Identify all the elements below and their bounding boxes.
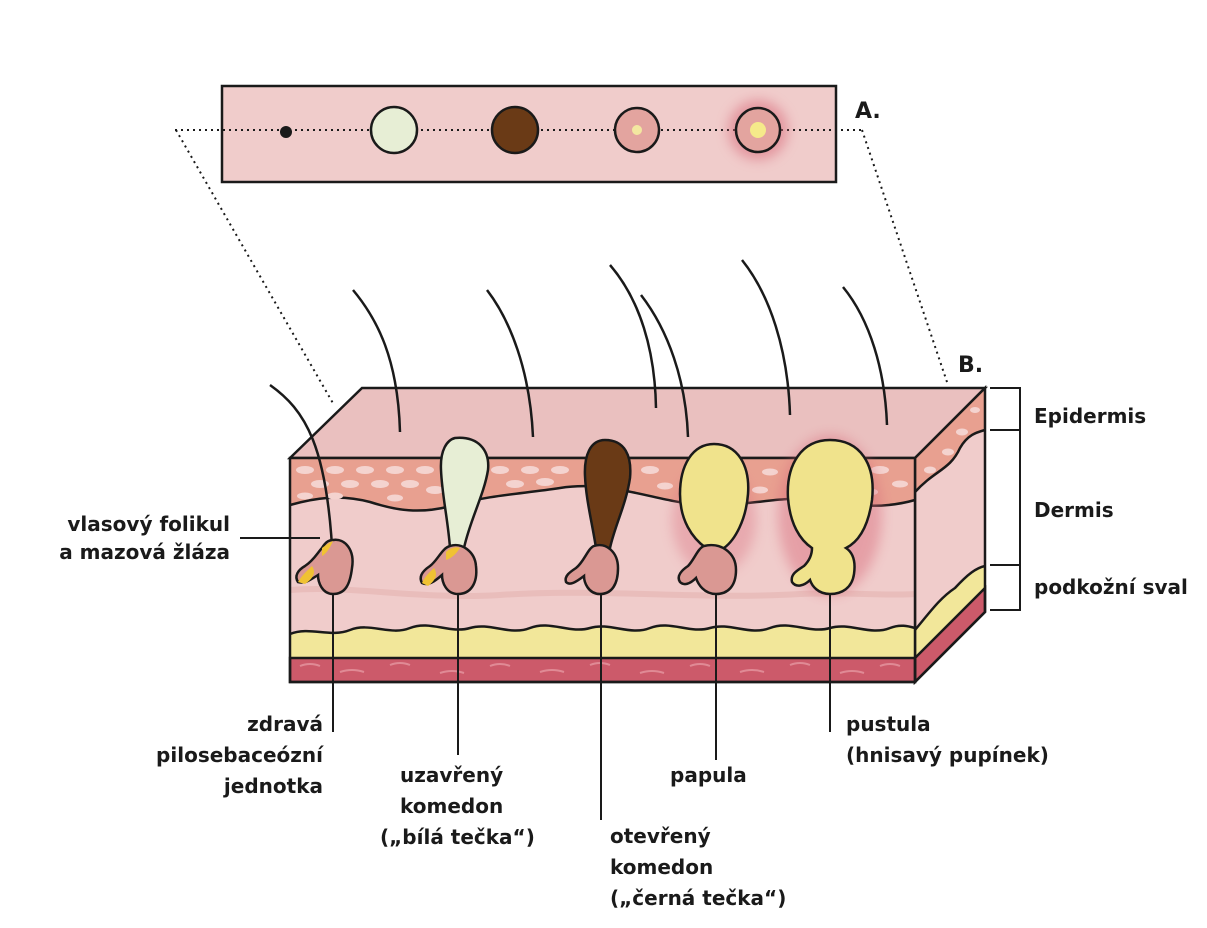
pustule bbox=[778, 435, 882, 596]
muscle-layer bbox=[288, 656, 917, 684]
surface-blackhead bbox=[490, 105, 540, 155]
label-follicle-line2: a mazová žláza bbox=[59, 540, 230, 564]
hairs bbox=[269, 259, 889, 566]
panel-b: B. bbox=[269, 259, 989, 686]
label-healthy-2: pilosebaceózní bbox=[156, 743, 324, 767]
surface-papule-center bbox=[632, 125, 642, 135]
healthy-follicle bbox=[295, 538, 354, 596]
label-open-1: otevřený bbox=[610, 824, 711, 848]
label-open-3: („černá tečka“) bbox=[610, 886, 786, 910]
label-papule: papula bbox=[670, 763, 747, 787]
block-top-face bbox=[286, 386, 989, 460]
surface-whitehead bbox=[369, 105, 419, 155]
fat-layer bbox=[290, 625, 915, 658]
label-healthy-1: zdravá bbox=[247, 712, 323, 736]
panel-b-label: B. bbox=[958, 353, 983, 378]
panel-a: A. bbox=[175, 84, 881, 184]
label-closed-3: („bílá tečka“) bbox=[380, 825, 535, 849]
epidermis-cells bbox=[296, 466, 908, 502]
surface-pustule-center bbox=[750, 122, 766, 138]
label-follicle-line1: vlasový folikul bbox=[67, 512, 230, 536]
label-closed-1: uzavřený bbox=[400, 763, 503, 787]
label-pustule-1: pustula bbox=[846, 712, 931, 736]
papule bbox=[672, 442, 756, 596]
closed-comedone bbox=[419, 436, 490, 596]
label-dermis: Dermis bbox=[1034, 498, 1114, 522]
stage-leaders bbox=[332, 594, 831, 820]
label-open-2: komedon bbox=[610, 855, 713, 879]
connector-left bbox=[175, 129, 335, 406]
side-fat-layer bbox=[915, 566, 985, 658]
panel-a-label: A. bbox=[855, 99, 881, 124]
layer-brackets bbox=[990, 387, 1021, 611]
surface-healthy-pore bbox=[280, 126, 292, 138]
label-muscle: podkožní sval bbox=[1034, 575, 1188, 599]
label-healthy-3: jednotka bbox=[223, 774, 323, 798]
label-closed-2: komedon bbox=[400, 794, 503, 818]
side-epidermis-band bbox=[915, 388, 985, 492]
open-comedone bbox=[564, 438, 632, 596]
label-pustule-2: (hnisavý pupínek) bbox=[846, 743, 1049, 767]
label-epidermis: Epidermis bbox=[1034, 404, 1146, 428]
